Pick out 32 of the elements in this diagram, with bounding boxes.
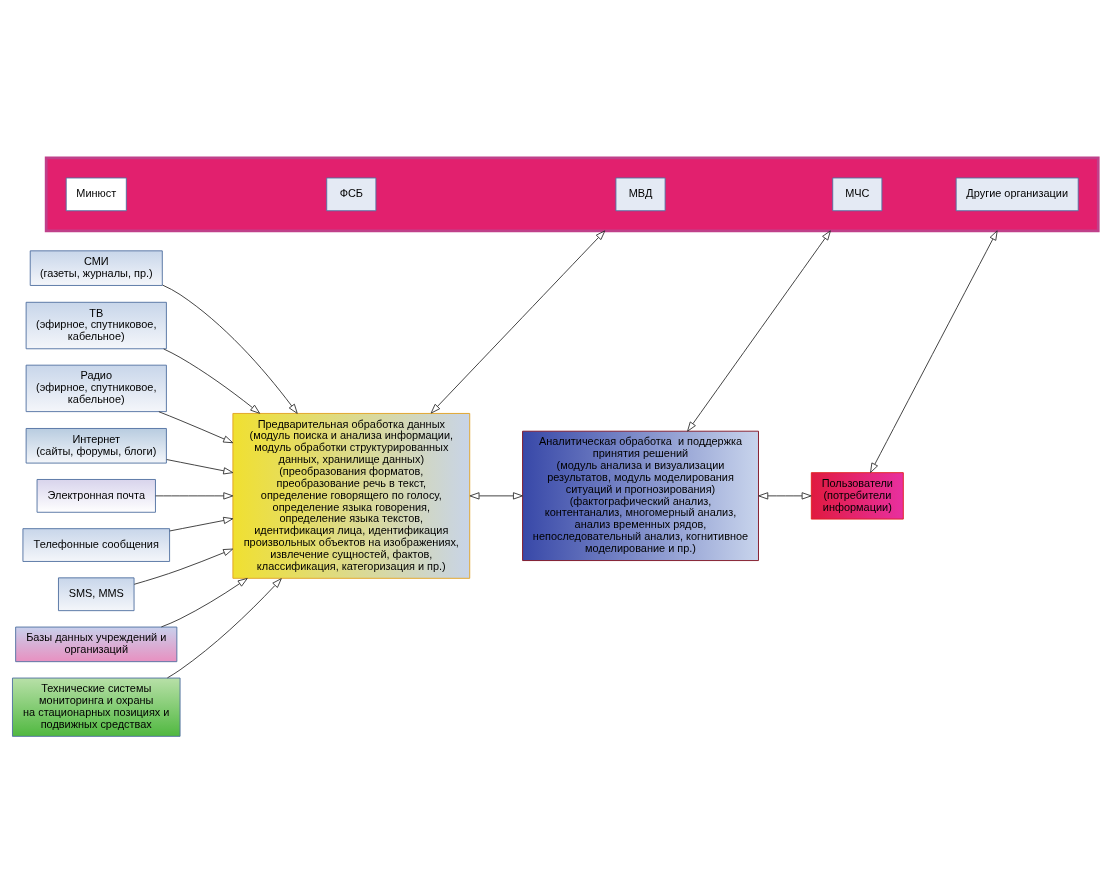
node-box: МВД: [615, 177, 666, 211]
arrow: [155, 491, 234, 500]
node-box: Радио (эфирное, спутниковое, кабельное): [25, 364, 167, 412]
node-box: ФСБ: [326, 177, 377, 211]
node-box: Аналитическая обработка и поддержка принятия решений (модуль анализа и визуализации результатов, модуль моделирования ситуаций и прогнозирования) (фактографический анализ, контентанализ, многомерный анализ, анализ временных рядов, непоследовательный анализ, когнитивное моделирование и пр.): [522, 430, 759, 561]
arrow: [162, 284, 298, 414]
arrow: [758, 491, 812, 500]
node-box: Интернет (сайты, форумы, блоги): [25, 427, 167, 464]
node-box: ТВ (эфирное, спутниковое, кабельное): [25, 301, 167, 349]
node-box: Электронная почта: [36, 478, 156, 513]
node-box: Телефонные сообщения: [22, 527, 171, 562]
node-box: Другие организации: [955, 177, 1079, 211]
arrow: [430, 229, 606, 414]
arrow: [166, 458, 234, 474]
arrow: [469, 491, 523, 500]
arrow: [158, 410, 234, 443]
node-box: Предварительная обработка данных (модуль поиска и анализа информации, модуль обработки структурированных данных, хранилище данных) (преобразования форматов, преобразование речь в текст, определение говорящего по голосу, определение языка говорения, определение языка текстов, идентификация лица, идентификация произвольных объектов на изображениях, извлечение сущностей, фактов, классификация, категоризация и пр.): [232, 412, 471, 579]
node-box: Базы данных учреждений и организаций: [15, 626, 178, 662]
node-box: SMS, MMS: [58, 576, 135, 611]
node-box: Пользователи (потребители информации): [810, 471, 904, 520]
cluster: [44, 156, 1100, 232]
node-box: СМИ (газеты, журналы, пр.): [29, 249, 163, 286]
node-box: Технические системы мониторинга и охраны на стационарных позициях и подвижных средствах: [12, 677, 181, 737]
arrow: [160, 577, 248, 627]
arrow: [163, 347, 261, 414]
arrow: [166, 577, 282, 678]
arrow: [687, 229, 831, 432]
arrow: [133, 548, 234, 585]
arrow: [870, 229, 998, 473]
node-box: МЧС: [832, 177, 883, 211]
node-box: Минюст: [65, 177, 127, 211]
arrow: [169, 516, 234, 531]
